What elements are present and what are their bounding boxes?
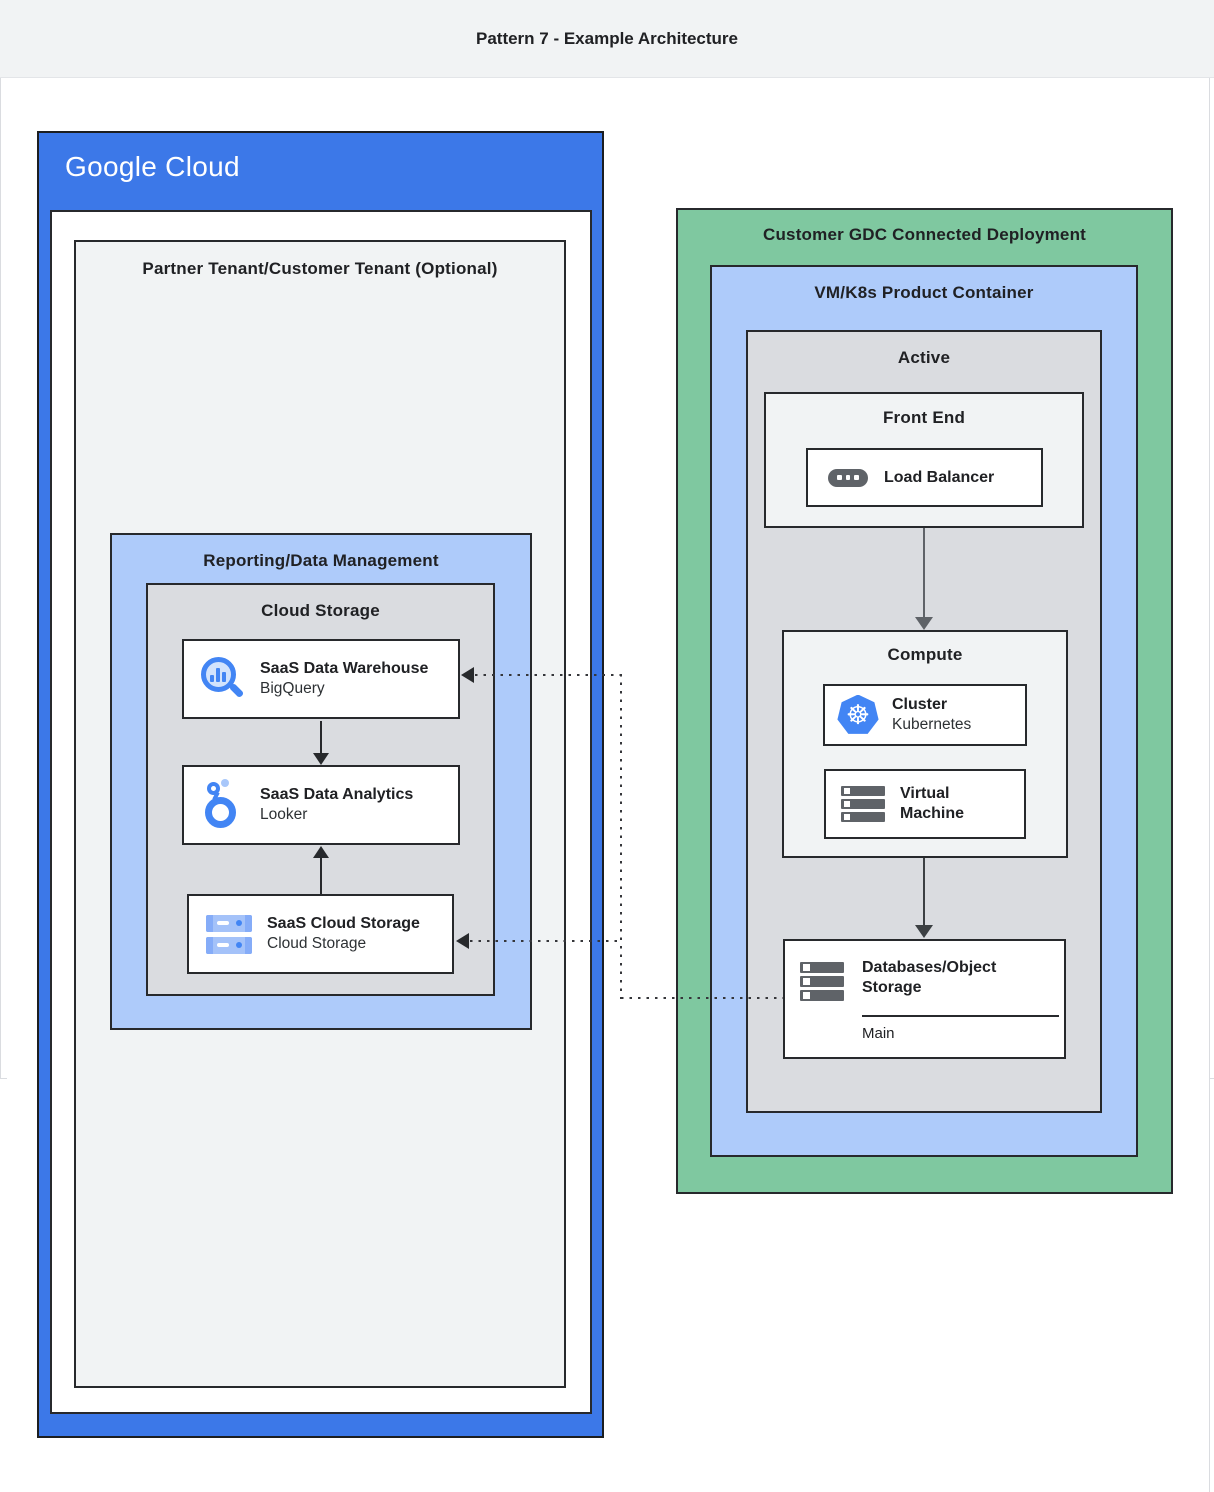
node-load-balancer: Load Balancer (806, 448, 1043, 507)
analytics-subtitle: Looker (260, 806, 308, 823)
arrow-storage-to-analytics-line (320, 857, 322, 894)
databases-title: Databases/Object Storage (862, 959, 997, 996)
google-cloud-logo: Google Cloud (65, 151, 240, 182)
load-balancer-icon (828, 468, 868, 487)
canvas-right-notch (1209, 1078, 1214, 1079)
page-title: Pattern 7 - Example Architecture (475, 29, 738, 48)
analytics-title: SaaS Data Analytics (260, 786, 414, 803)
kubernetes-icon: ☸ (837, 694, 879, 734)
dotted-to-storage-head (456, 933, 469, 949)
object-storage-icon (800, 962, 1079, 1001)
dotted-to-warehouse-head (461, 667, 474, 683)
title-bar: Pattern 7 - Example Architecture (0, 0, 1214, 78)
arrow-frontend-to-compute-line (923, 528, 925, 618)
node-databases-object-storage: Databases/Object Storage Main (783, 939, 1066, 1059)
front-end-title: Front End (882, 408, 966, 427)
virtual-machine-icon (841, 786, 885, 822)
arrow-frontend-to-compute-head (915, 617, 933, 630)
arrow-compute-to-db-head (915, 925, 933, 938)
canvas-right-edge (1209, 78, 1210, 1492)
node-saas-data-warehouse: SaaS Data Warehouse BigQuery (182, 639, 460, 719)
vmk8s-title: VM/K8s Product Container (814, 283, 1034, 302)
node-saas-data-analytics: SaaS Data Analytics Looker (182, 765, 460, 845)
databases-footer: Main (862, 1025, 895, 1042)
arrow-warehouse-to-analytics-head (313, 753, 329, 765)
dotted-to-storage (470, 940, 621, 942)
dotted-vertical-trunk (620, 674, 622, 999)
cloud-storage-icon (206, 914, 252, 954)
cluster-title: Cluster (892, 696, 948, 713)
cluster-subtitle: Kubernetes (892, 716, 972, 733)
storage-title: SaaS Cloud Storage (267, 915, 420, 932)
canvas-left-notch (0, 1078, 7, 1079)
storage-subtitle: Cloud Storage (267, 935, 367, 952)
partner-tenant-title: Partner Tenant/Customer Tenant (Optional… (142, 259, 498, 278)
arrow-warehouse-to-analytics-line (320, 721, 322, 754)
node-cluster: ☸ Cluster Kubernetes (823, 684, 1027, 746)
bigquery-icon (200, 656, 246, 702)
active-title: Active (897, 348, 951, 367)
warehouse-title: SaaS Data Warehouse (260, 660, 429, 677)
canvas-left-edge (0, 78, 1, 1078)
arrow-storage-to-analytics-head (313, 846, 329, 858)
node-virtual-machine: Virtual Machine (824, 769, 1026, 839)
databases-divider (862, 1015, 1059, 1017)
cloud-storage-group-title: Cloud Storage (261, 601, 380, 620)
warehouse-subtitle: BigQuery (260, 680, 325, 697)
looker-icon (200, 779, 246, 829)
load-balancer-label: Load Balancer (884, 468, 995, 486)
reporting-title: Reporting/Data Management (203, 551, 439, 570)
node-saas-cloud-storage: SaaS Cloud Storage Cloud Storage (187, 894, 454, 974)
dotted-to-warehouse (475, 674, 621, 676)
gdc-title: Customer GDC Connected Deployment (762, 225, 1087, 244)
arrow-compute-to-db-line (923, 858, 925, 926)
dotted-db-to-left-bottom (621, 997, 783, 999)
vm-title: Virtual Machine (900, 785, 965, 822)
compute-title: Compute (887, 645, 963, 664)
